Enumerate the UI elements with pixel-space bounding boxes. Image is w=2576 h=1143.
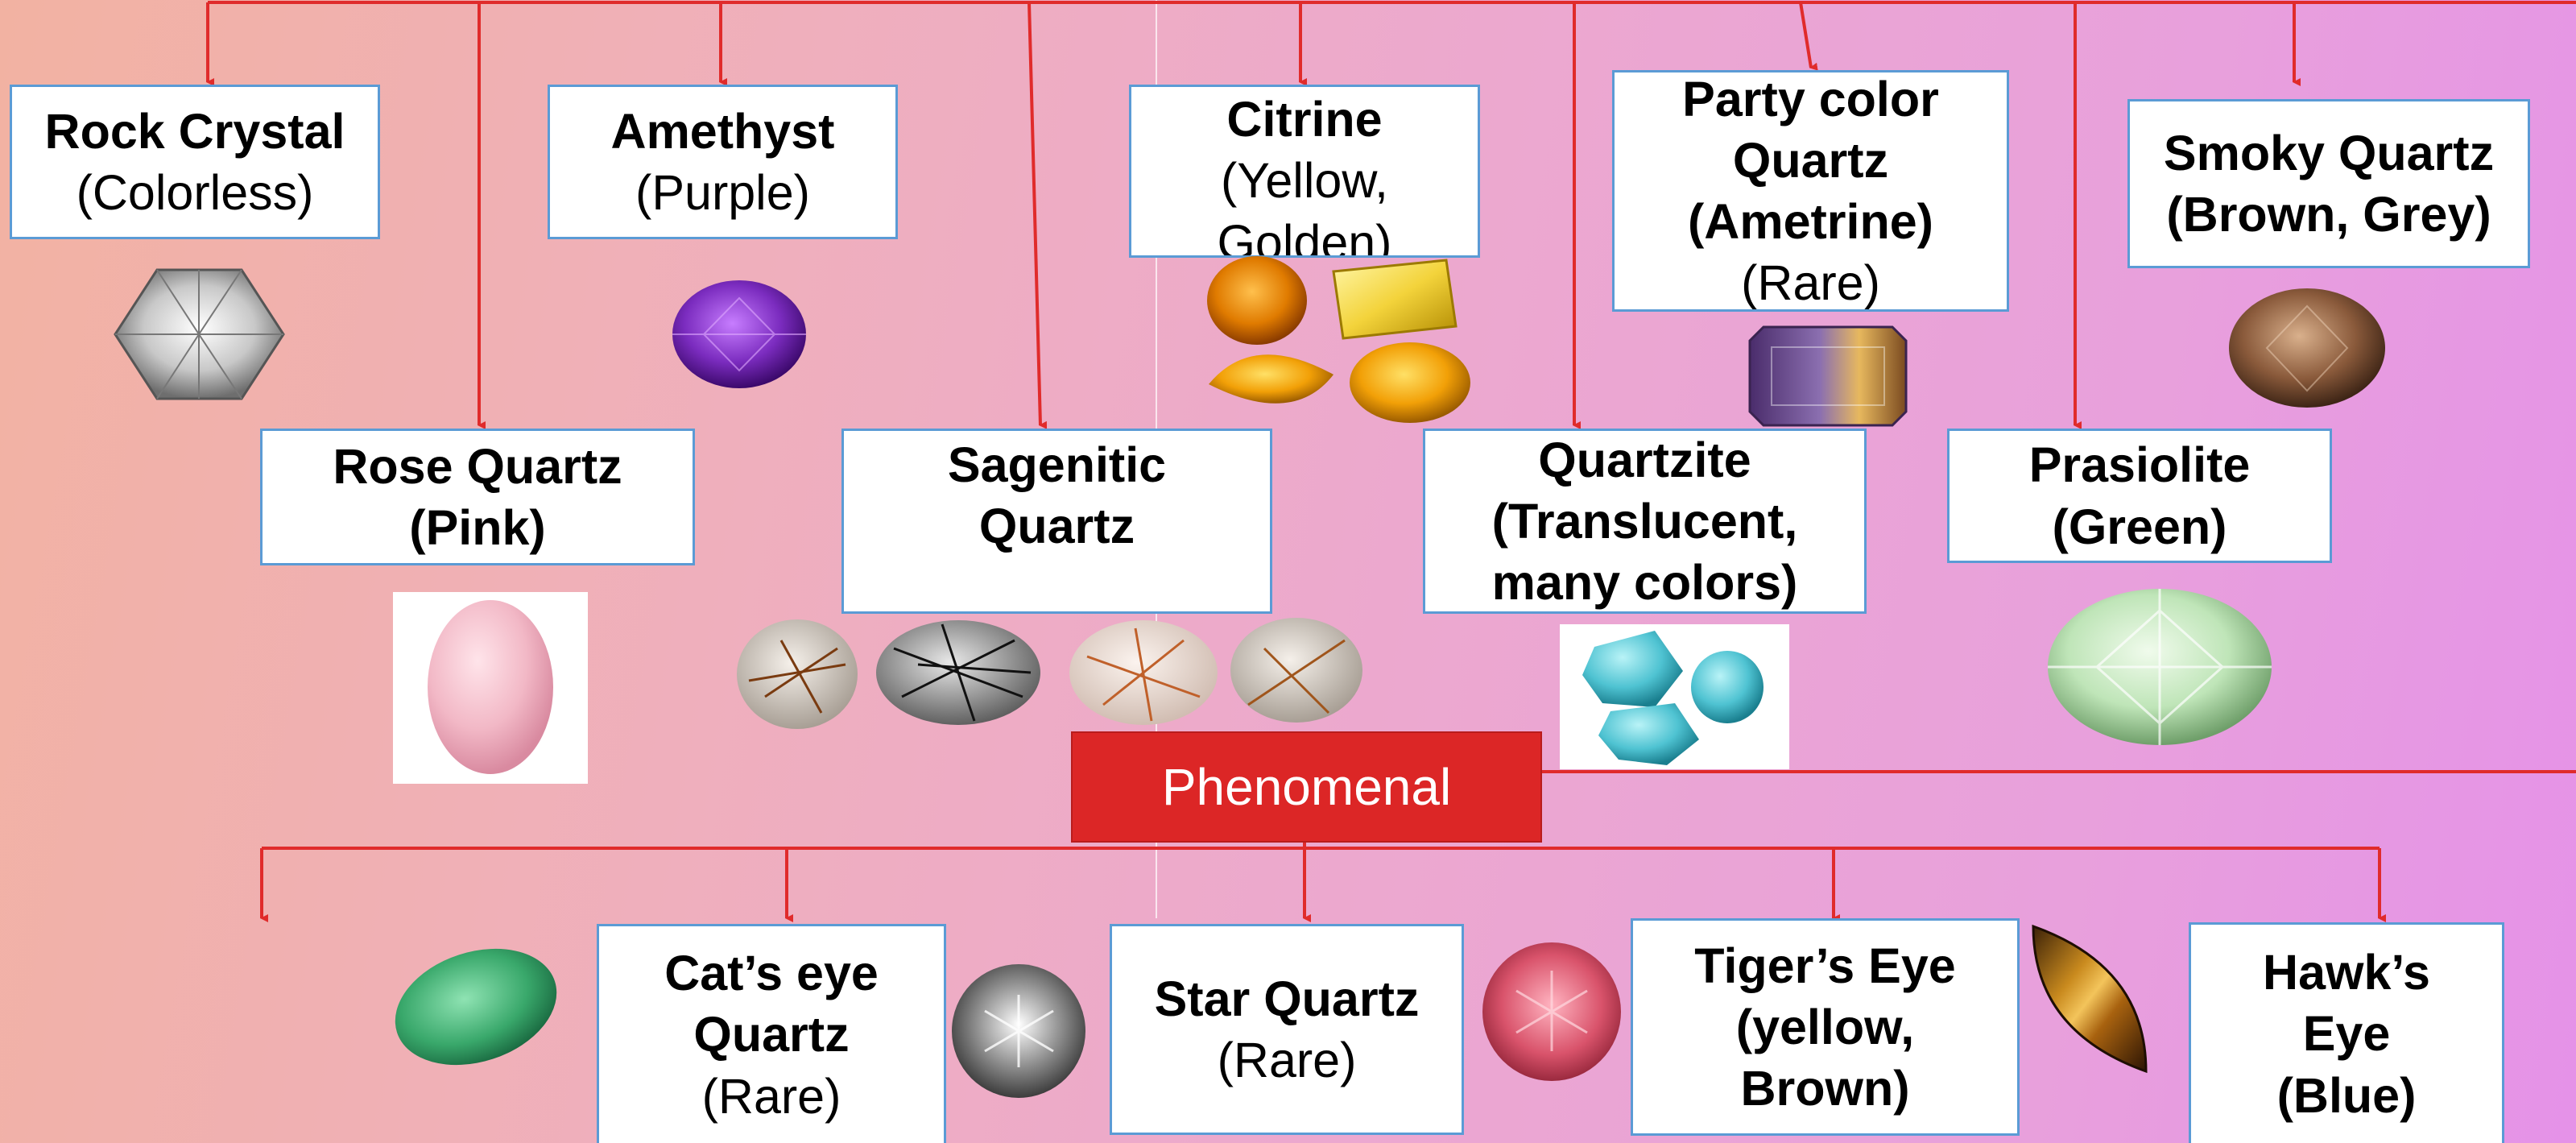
hawks-eye-title: Hawk’s Eye (Blue) — [2263, 942, 2430, 1126]
hawks-eye-box: Hawk’s Eye (Blue) — [2189, 922, 2504, 1143]
star-quartz-title: Star Quartz — [1155, 968, 1420, 1029]
rock-crystal-box: Rock Crystal (Colorless) — [10, 85, 380, 239]
citrine-gems-image — [1205, 254, 1470, 431]
amethyst-title: Amethyst — [611, 101, 835, 162]
smoky-quartz-gem-image — [2227, 286, 2388, 411]
prasiolite-title: Prasiolite (Green) — [2029, 434, 2251, 557]
rose-quartz-gem-image — [425, 598, 556, 776]
tigers-eye-gem-image — [2025, 918, 2154, 1079]
party-color-title: Party color Quartz (Ametrine) — [1682, 70, 1939, 252]
arrow-party-color — [1801, 2, 1811, 68]
tigers-eye-box: Tiger’s Eye (yellow, Brown) — [1631, 918, 2020, 1136]
cats-eye-title: Cat’s eye Quartz — [664, 942, 879, 1066]
star-quartz-rarity: (Rare) — [1218, 1029, 1357, 1091]
amethyst-box: Amethyst (Purple) — [548, 85, 898, 239]
phenomenal-node: Phenomenal — [1071, 731, 1542, 843]
citrine-color: (Yellow, Golden) — [1217, 150, 1391, 258]
smoky-quartz-box: Smoky Quartz (Brown, Grey) — [2127, 99, 2530, 268]
party-color-box: Party color Quartz (Ametrine) (Rare) — [1612, 70, 2009, 312]
quartzite-title: Quartzite (Translucent, many colors) — [1492, 429, 1798, 614]
rock-crystal-gem-image — [113, 266, 286, 403]
citrine-title: Citrine — [1226, 89, 1382, 150]
rock-crystal-color: (Colorless) — [76, 162, 314, 223]
aventurine-gem-image — [391, 946, 561, 1067]
party-color-rarity: (Rare) — [1741, 252, 1880, 312]
rose-quartz-box: Rose Quartz (Pink) — [260, 429, 695, 565]
smoky-quartz-title: Smoky Quartz (Brown, Grey) — [2164, 122, 2494, 246]
sagenitic-gems-image — [733, 616, 1369, 733]
tigers-eye-title: Tiger’s Eye (yellow, Brown) — [1694, 935, 1955, 1120]
citrine-box: Citrine (Yellow, Golden) — [1129, 85, 1480, 258]
prasiolite-gem-image — [2045, 586, 2275, 748]
prasiolite-box: Prasiolite (Green) — [1947, 429, 2332, 563]
rock-crystal-title: Rock Crystal — [45, 101, 345, 162]
arrow-sagenitic — [1029, 2, 1040, 425]
sagenitic-box: Sagenitic Quartz — [841, 429, 1272, 614]
sagenitic-title: Sagenitic Quartz — [948, 434, 1166, 557]
rose-quartz-title: Rose Quartz (Pink) — [333, 436, 622, 559]
amethyst-gem-image — [670, 278, 808, 391]
cats-eye-gem-image — [949, 963, 1090, 1100]
phenomenal-label: Phenomenal — [1162, 757, 1451, 817]
cats-eye-box: Cat’s eye Quartz (Rare) — [597, 924, 946, 1143]
ametrine-gem-image — [1747, 325, 1908, 428]
star-quartz-box: Star Quartz (Rare) — [1110, 924, 1464, 1135]
quartzite-gems-image — [1578, 627, 1772, 768]
amethyst-color: (Purple) — [635, 162, 810, 223]
cats-eye-rarity: (Rare) — [702, 1066, 841, 1127]
quartzite-box: Quartzite (Translucent, many colors) — [1423, 429, 1867, 614]
star-quartz-gem-image — [1480, 938, 1623, 1085]
